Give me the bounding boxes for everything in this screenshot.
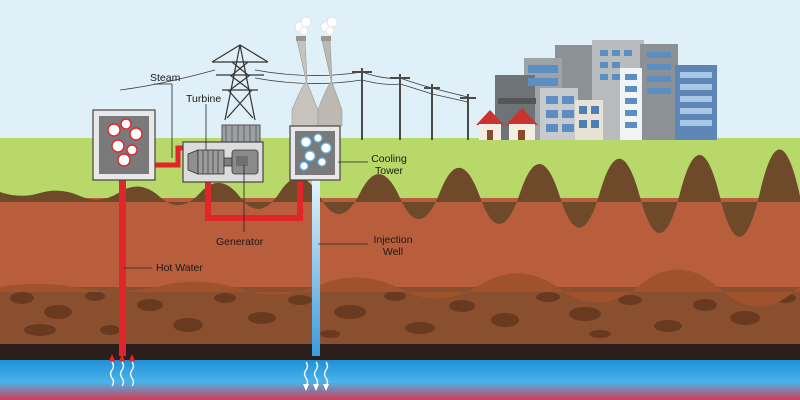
steam-icon [107, 118, 143, 167]
transformer [221, 124, 261, 144]
injection-well-pipe [312, 178, 320, 356]
cold-steam-icon [299, 133, 332, 171]
steam-label: Steam [150, 72, 181, 84]
cold-waves-icon [303, 361, 329, 387]
cooling-tower-label-line1: Cooling [371, 153, 407, 165]
cooling-tower-label: Cooling Tower [367, 153, 411, 177]
return-pipe [205, 182, 303, 221]
bedrock-layer [0, 344, 800, 362]
heat-waves-icon [109, 361, 135, 387]
injection-well-label: Injection Well [368, 234, 418, 258]
cooling-tower-label-line2: Tower [374, 165, 403, 177]
label-leaders [124, 83, 368, 269]
hot-water-pipe [119, 178, 126, 356]
generator-label: Generator [216, 236, 264, 248]
hot-water-label: Hot Water [156, 262, 203, 274]
house-icon [476, 108, 538, 140]
rock-pebbles [10, 291, 796, 338]
injection-well-label-line1: Injection [373, 234, 413, 246]
turbine-label: Turbine [186, 93, 222, 105]
generator-icon [231, 149, 259, 175]
geothermal-reservoir [0, 360, 800, 400]
power-pylon-icon [211, 44, 269, 121]
injection-well-label-line2: Well [382, 246, 404, 258]
soil-rock-boundary [0, 269, 800, 307]
steam-icon [294, 16, 338, 36]
utility-pole-icon [352, 68, 476, 140]
